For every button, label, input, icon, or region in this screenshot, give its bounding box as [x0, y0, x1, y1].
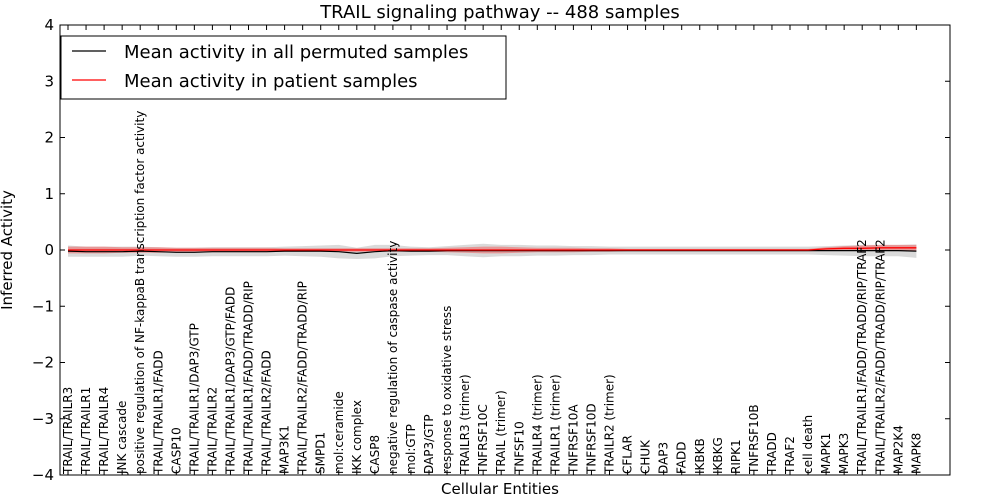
x-tick-label: RIPK1 [729, 439, 743, 474]
x-tick-label: TRADD [765, 432, 779, 475]
chart-title: TRAIL signaling pathway -- 488 samples [319, 2, 680, 23]
x-tick-label: cell death [801, 415, 815, 474]
y-tick-label: 3 [44, 72, 54, 90]
x-tick-label: DAP3 [657, 442, 671, 474]
x-tick-label: TNFRSF10A [566, 404, 580, 475]
series-bands [68, 243, 917, 259]
x-tick-label: MAPK1 [819, 433, 833, 474]
x-tick-label: TRAIL/TRAILR2/FADD/TRADD/RIP/TRAF2 [873, 239, 887, 475]
y-tick-label: 2 [44, 129, 54, 147]
x-tick-label: TRAIL/TRAILR1/FADD/TRADD/RIP [242, 281, 256, 475]
x-tick-label: negative regulation of caspase activity [386, 241, 400, 474]
x-tick-label: TRAILR1 (trimer) [548, 374, 562, 475]
x-tick-label: TNFSF10 [512, 421, 526, 475]
y-tick-label: −1 [32, 297, 54, 315]
x-tick-label: TRAILR4 (trimer) [530, 374, 544, 475]
x-tick-label: TNFRSF10B [747, 404, 761, 475]
x-tick-label: mol:GTP [404, 424, 418, 474]
legend-box [60, 35, 507, 100]
y-tick-label: −3 [32, 410, 54, 428]
x-tick-label: TRAIL/TRAILR4 [97, 387, 111, 475]
x-tick-label: TRAIL/TRAILR2 [205, 387, 219, 475]
x-tick-label: FADD [675, 442, 689, 475]
y-tick-label: 1 [44, 185, 54, 203]
x-tick-label: MAP2K4 [891, 425, 905, 474]
x-tick-label: TRAIL/TRAILR1/DAP3/GTP [187, 323, 201, 475]
legend-label-patient: Mean activity in patient samples [124, 71, 418, 92]
x-tick-label: IKBKG [711, 437, 725, 474]
y-tick-label: 4 [44, 16, 54, 34]
x-tick-label: JNK cascade [115, 401, 129, 475]
x-tick-label: IKK complex [350, 400, 364, 474]
x-tick-label: CHUK [639, 439, 653, 474]
y-axis: 4 3 2 1 0 −1 −2 −3 −4 [32, 16, 950, 484]
x-tick-label: TRAILR2 (trimer) [603, 374, 617, 475]
x-axis: TRAIL/TRAILR3 TRAIL/TRAILR1 TRAIL/TRAILR4 J… [61, 25, 923, 475]
legend: Mean activity in all permuted samples Me… [60, 35, 507, 100]
x-tick-label: TRAIL/TRAILR1/FADD/TRADD/RIP/TRAF2 [855, 239, 869, 475]
y-tick-label: 0 [44, 241, 54, 259]
x-tick-label: TNFRSF10D [585, 403, 599, 475]
x-tick-label: CFLAR [621, 435, 635, 474]
series-lines [67, 247, 917, 255]
x-tick-label: CASP8 [368, 435, 382, 474]
y-tick-label: −2 [32, 354, 54, 372]
x-tick-label: TRAIL/TRAILR2/FADD [260, 350, 274, 475]
series-band-0 [68, 243, 917, 259]
x-tick-label: TRAIL/TRAILR1/FADD [151, 350, 165, 475]
series-line-1 [68, 247, 917, 251]
y-tick-label: −4 [32, 466, 54, 484]
x-tick-label: TRAF2 [783, 436, 797, 475]
x-tick-label: MAPK3 [837, 433, 851, 474]
x-tick-label: TRAIL (trimer) [494, 390, 508, 475]
x-tick-label: TNFRSF10C [476, 404, 490, 475]
x-tick-label: TRAIL/TRAILR1 [79, 387, 93, 475]
x-tick-label: mol:ceramide [332, 391, 346, 474]
x-tick-label: SMPD1 [314, 432, 328, 474]
x-tick-label: CASP10 [169, 427, 183, 474]
x-tick-label: MAPK8 [909, 433, 923, 474]
legend-label-permuted: Mean activity in all permuted samples [124, 42, 468, 63]
x-tick-label: response to oxidative stress [440, 306, 454, 474]
x-tick-label: TRAIL/TRAILR2/FADD/TRADD/RIP [296, 281, 310, 475]
x-axis-label: Cellular Entities [441, 480, 559, 498]
x-tick-label: TRAIL/TRAILR3 [61, 387, 75, 475]
x-tick-label: DAP3/GTP [422, 414, 436, 474]
y-axis-label: Inferred Activity [0, 190, 16, 310]
x-tick-label: TRAIL/TRAILR1/DAP3/GTP/FADD [224, 287, 238, 475]
x-tick-label: TRAILR3 (trimer) [458, 374, 472, 475]
x-tick-label: IKBKB [693, 438, 707, 474]
x-tick-label: MAP3K1 [278, 425, 292, 474]
x-tick-label: positive regulation of NF-kappaB transcr… [133, 111, 147, 474]
